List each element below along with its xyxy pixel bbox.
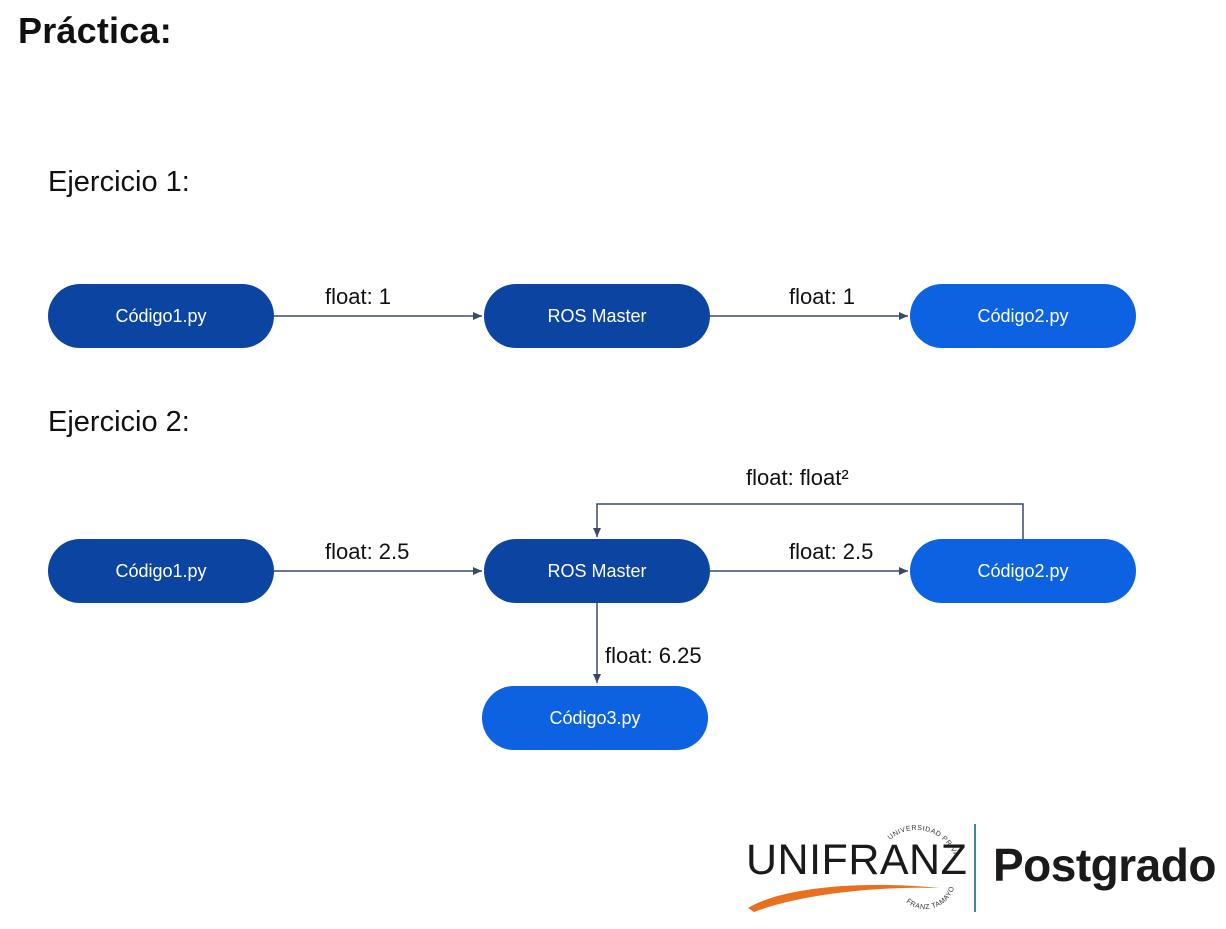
ex1-node-ros-master: ROS Master [484, 284, 710, 348]
exercise2-heading: Ejercicio 2: [48, 406, 190, 438]
logo-divider [974, 824, 976, 912]
logo-arc-bottom-text: FRANZ TAMAYO [905, 885, 957, 911]
logo-graphic: UNIVERSIDAD PRIVADA FRANZ TAMAYO [740, 818, 959, 912]
exercise1-heading: Ejercicio 1: [48, 166, 190, 198]
ex1-node-code2: Código2.py [910, 284, 1136, 348]
page-title: Práctica: [18, 10, 172, 51]
ex2-node-code3: Código3.py [482, 686, 708, 750]
ex2-edge-code2-master [593, 503, 1024, 539]
ex2-node-code2: Código2.py [910, 539, 1136, 603]
logo-wordmark: UNIFRANZ [746, 836, 968, 884]
ex2-edge-label-master-code2: float: 2.5 [789, 539, 874, 564]
logo-swoosh [748, 884, 940, 912]
ex2-node-ros-master: ROS Master [484, 539, 710, 603]
ex2-node-code1: Código1.py [48, 539, 274, 603]
logo-division-text: Postgrado [993, 839, 1216, 891]
ex2-edge-label-feedback: float: float² [746, 465, 849, 490]
ex1-node-code1: Código1.py [48, 284, 274, 348]
unifranz-postgrado-logo: UNIVERSIDAD PRIVADA FRANZ TAMAYO UNIFRAN… [740, 818, 1216, 918]
ex2-edge-label-code1-master: float: 2.5 [325, 539, 410, 564]
ex1-edge-label-code1-master: float: 1 [325, 284, 392, 309]
ex2-edge-label-master-code3: float: 6.25 [605, 643, 702, 668]
ex1-edge-label-master-code2: float: 1 [789, 284, 856, 309]
